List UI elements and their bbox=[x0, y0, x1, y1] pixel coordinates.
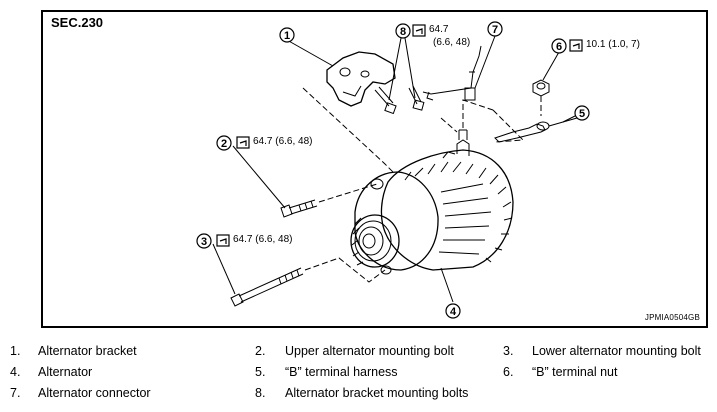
leader-lines bbox=[212, 35, 576, 303]
legend-number: 7. bbox=[10, 386, 21, 400]
assembly-lines bbox=[302, 87, 542, 283]
callout-circles bbox=[196, 21, 590, 319]
parts-diagram: SEC.230 bbox=[41, 10, 708, 328]
legend-number: 1. bbox=[10, 344, 21, 358]
torque-label-2: 64.7 (6.6, 48) bbox=[253, 136, 313, 147]
torque-label-3: 64.7 (6.6, 48) bbox=[233, 234, 293, 245]
legend-number: 4. bbox=[10, 365, 21, 379]
callout-8: 8 bbox=[400, 26, 406, 38]
callout-3: 3 bbox=[201, 236, 207, 248]
torque-symbols bbox=[216, 24, 583, 247]
legend-text: Alternator connector bbox=[38, 386, 151, 400]
callout-2: 2 bbox=[221, 138, 227, 150]
alternator-bracket-drawing bbox=[326, 51, 396, 107]
alternator-drawing bbox=[350, 129, 514, 275]
legend-text: Alternator bracket bbox=[38, 344, 137, 358]
diagram-drawing: 1 2 3 4 5 6 7 8 bbox=[196, 21, 590, 319]
legend-text: Alternator bbox=[38, 365, 93, 379]
torque-label-8-value: 64.7 bbox=[429, 24, 449, 35]
torque-label-8-units: (6.6, 48) bbox=[433, 37, 471, 48]
section-label: SEC.230 bbox=[51, 15, 104, 30]
legend-text: Upper alternator mounting bolt bbox=[285, 344, 454, 358]
bracket-bolts-drawing bbox=[374, 85, 425, 115]
callout-5: 5 bbox=[579, 108, 585, 120]
callout-1: 1 bbox=[284, 30, 290, 42]
upper-mounting-bolt-drawing bbox=[280, 199, 318, 218]
legend-text: “B” terminal harness bbox=[285, 365, 398, 379]
callout-4: 4 bbox=[450, 306, 457, 318]
alternator-connector-drawing bbox=[422, 45, 482, 101]
legend-text: Lower alternator mounting bolt bbox=[532, 344, 701, 358]
torque-label-6: 10.1 (1.0, 7) bbox=[586, 39, 640, 50]
legend-text: Alternator bracket mounting bolts bbox=[285, 386, 469, 400]
callout-7: 7 bbox=[492, 24, 498, 36]
legend-number: 3. bbox=[503, 344, 514, 358]
figure-id: JPMIA0504GB bbox=[644, 313, 700, 322]
legend-number: 8. bbox=[255, 386, 266, 400]
callout-6: 6 bbox=[556, 41, 562, 53]
legend-number: 6. bbox=[503, 365, 514, 379]
lower-mounting-bolt-drawing bbox=[230, 267, 304, 307]
legend-number: 2. bbox=[255, 344, 266, 358]
legend-text: “B” terminal nut bbox=[532, 365, 618, 379]
b-terminal-nut-drawing bbox=[532, 79, 550, 97]
legend-number: 5. bbox=[255, 365, 266, 379]
